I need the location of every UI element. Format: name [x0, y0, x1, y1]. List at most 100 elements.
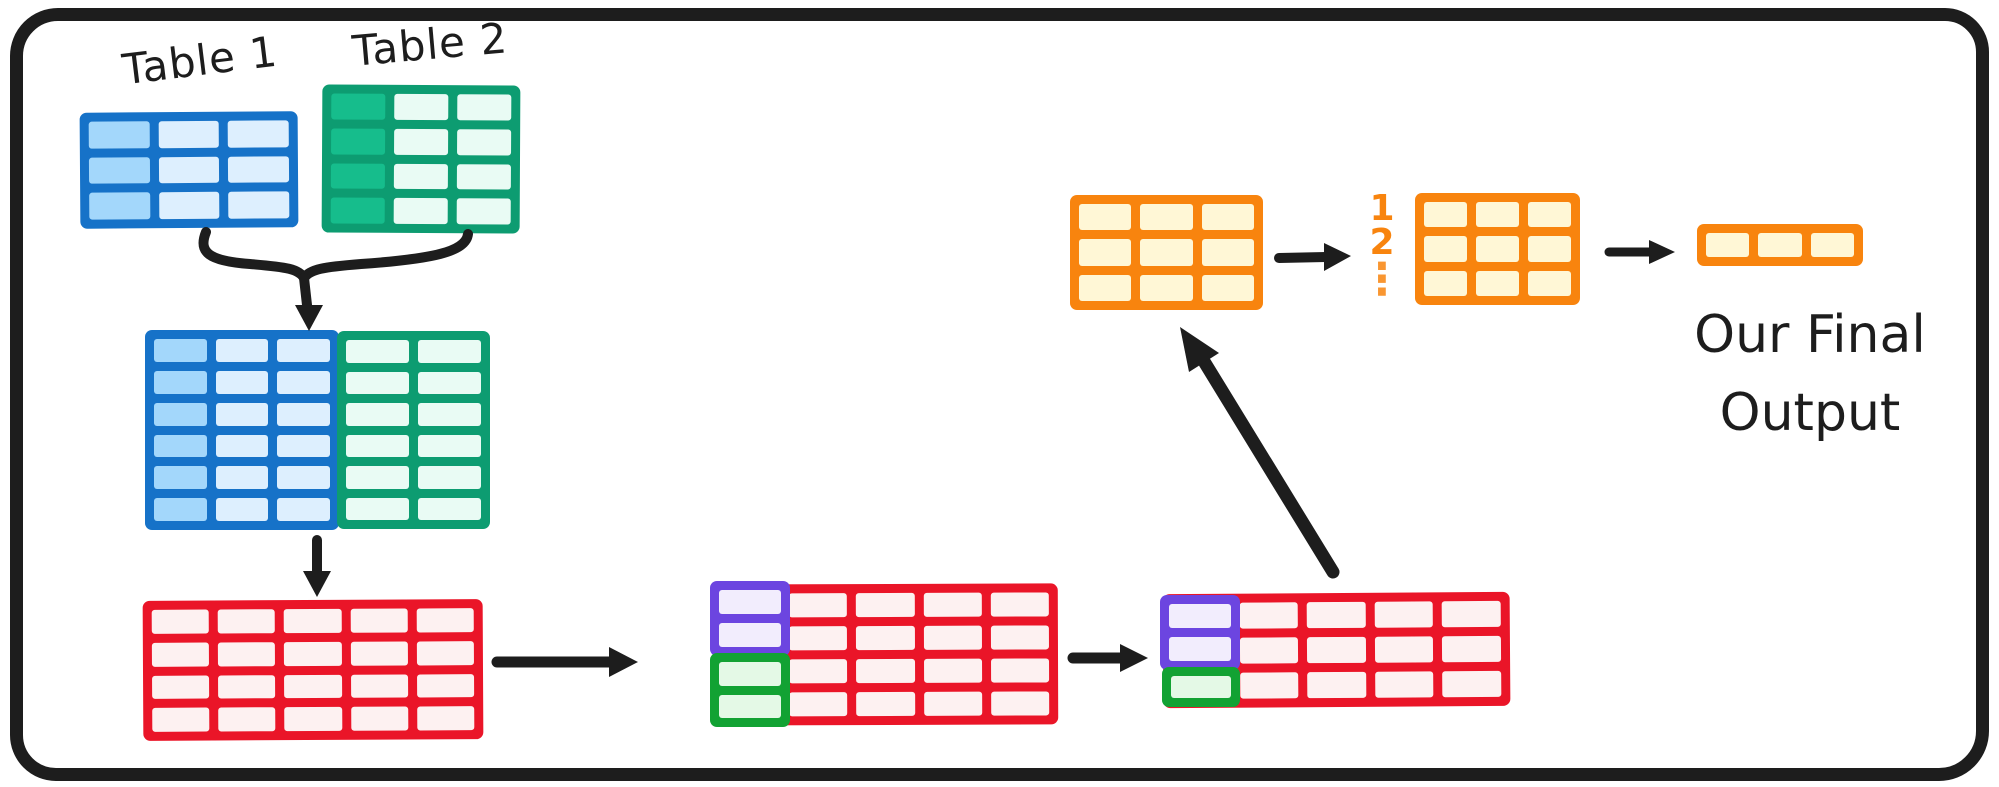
- table-cell: [154, 339, 207, 362]
- table-cell: [1140, 239, 1193, 266]
- table-cell: [416, 608, 474, 633]
- table-cell: [788, 593, 848, 618]
- table-cell: [151, 642, 210, 667]
- table-cell: [1140, 274, 1193, 301]
- table-cell: [330, 197, 385, 224]
- table-cell: [1758, 233, 1802, 257]
- table-cell: [1374, 671, 1434, 698]
- table-cell: [416, 706, 475, 731]
- row-numbers: 1 2 ⋮: [1360, 190, 1404, 301]
- table-cell: [923, 658, 982, 683]
- table-cell: [1374, 601, 1434, 628]
- table-cell: [227, 120, 289, 148]
- table-cell: [393, 198, 448, 225]
- table-cell: [1706, 233, 1750, 257]
- table-cell: [1171, 676, 1231, 698]
- table-cell: [719, 662, 781, 686]
- table-cell: [1374, 636, 1434, 663]
- table-cell: [88, 156, 150, 185]
- table-cell: [350, 674, 408, 699]
- table-1: [79, 111, 299, 229]
- table-cell: [346, 497, 409, 520]
- table-cell: [719, 590, 781, 614]
- table-cell: [154, 466, 207, 490]
- table-cell: [158, 156, 220, 184]
- table-cell: [416, 640, 474, 665]
- table-cell: [1307, 636, 1366, 664]
- table-cell: [1239, 672, 1299, 699]
- table-cell: [228, 155, 290, 184]
- table-cell: [1528, 236, 1571, 262]
- table-cell: [158, 120, 220, 148]
- table-cell: [418, 340, 481, 363]
- table-cell: [1201, 274, 1254, 301]
- table-cell: [923, 592, 982, 617]
- row-number-dots: ⋮: [1360, 254, 1404, 306]
- table-cell: [1810, 233, 1854, 257]
- table-cell: [284, 608, 342, 633]
- table-cell: [1239, 602, 1299, 629]
- table-cell: [990, 625, 1049, 650]
- table-cell: [89, 192, 150, 220]
- grouped-key-green-cells: [710, 653, 790, 727]
- table-cell: [418, 434, 481, 457]
- table-cell: [418, 371, 481, 394]
- table-cell: [277, 498, 330, 521]
- table-cell: [1169, 604, 1231, 628]
- table-cell: [1307, 671, 1367, 699]
- table-cell: [856, 625, 915, 651]
- table-cell: [1079, 204, 1132, 231]
- diagram-frame-border: [10, 8, 1989, 781]
- dedup-key-purple-cells: [1160, 595, 1240, 670]
- table-cell: [719, 694, 781, 718]
- orange-numbered-table: [1415, 193, 1580, 305]
- table-cell: [154, 370, 207, 394]
- table-cell: [1306, 601, 1366, 629]
- orange-result-table: [1070, 195, 1263, 310]
- table-cell: [1169, 637, 1231, 661]
- table-cell: [1140, 204, 1193, 231]
- table-cell: [284, 674, 342, 699]
- table-cell: [456, 198, 511, 225]
- row-number-2: 2: [1369, 222, 1395, 264]
- final-output-label-line1: Our Final: [1694, 305, 1926, 365]
- table-cell: [1079, 274, 1132, 301]
- table-cell: [923, 625, 982, 650]
- table-cell: [1476, 202, 1519, 228]
- table-cell: [331, 128, 386, 155]
- table-cell: [277, 370, 330, 394]
- table-cell: [284, 707, 342, 732]
- table-cell: [789, 659, 848, 684]
- table-cell: [154, 498, 207, 521]
- table-cell: [277, 339, 330, 362]
- table-cell: [1442, 635, 1502, 663]
- table-cell: [346, 434, 409, 457]
- table-cell: [158, 192, 220, 220]
- table-cell: [1424, 202, 1467, 228]
- table-cell: [284, 641, 342, 666]
- table-cell: [1476, 236, 1519, 262]
- table-cell: [215, 498, 269, 521]
- table-cell: [215, 466, 269, 490]
- table-cell: [154, 434, 207, 458]
- table-cell: [457, 128, 512, 155]
- table-cell: [719, 623, 781, 647]
- table-cell: [277, 402, 330, 426]
- table-cell: [1201, 239, 1254, 266]
- table-cell: [346, 466, 409, 489]
- final-output-row: [1697, 224, 1863, 266]
- table-cell: [789, 692, 848, 717]
- table-cell: [394, 128, 449, 155]
- table-cell: [215, 370, 269, 394]
- table-cell: [228, 191, 290, 219]
- table-cell: [154, 402, 207, 426]
- final-output-label-line2: Output: [1719, 383, 1901, 443]
- table-cell: [152, 675, 210, 700]
- table-cell: [346, 371, 409, 394]
- table-cell: [1424, 270, 1467, 296]
- table-cell: [350, 641, 408, 666]
- dedup-key-green-cell: [1162, 667, 1240, 707]
- table-cell: [218, 674, 276, 699]
- table-cell: [1201, 204, 1254, 231]
